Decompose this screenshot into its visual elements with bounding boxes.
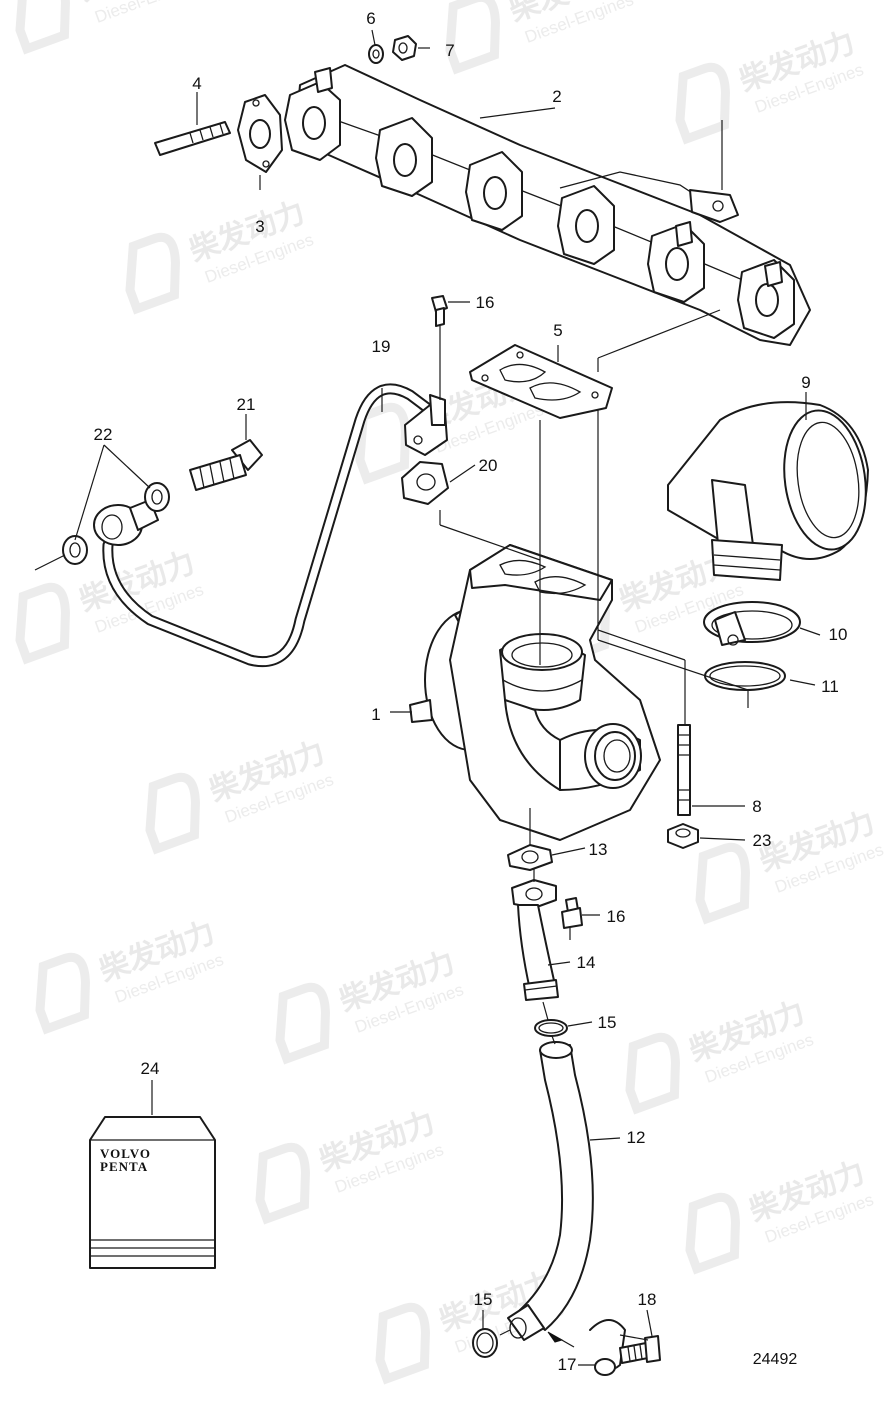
stud-4 [154,121,231,156]
nut-7 [392,35,417,61]
callout-17: 17 [558,1355,577,1374]
callout-10: 10 [829,625,848,644]
callout-4: 4 [192,74,201,93]
watermark-tile: 柴发动力 Diesel-Engines [685,1155,876,1275]
manifold-flange [557,185,615,265]
watermark-tile: 柴发动力 Diesel-Engines [675,25,866,145]
callout-21: 21 [237,395,256,414]
callout-20: 20 [479,456,498,475]
o-ring-15-lower [472,1328,498,1358]
assembly-lines [439,309,749,1341]
sealing-washer-22 [144,482,170,512]
turbocharger [409,544,661,841]
watermark-tile: 柴发动力 Diesel-Engines [445,0,636,75]
package-brand-penta: PENTA [100,1159,148,1174]
watermark-tile: 柴发动力 Diesel-Engines [125,195,316,315]
sealing-washer-22 [62,535,88,565]
gasket-5 [469,344,613,419]
banjo-bolt-21 [189,439,263,491]
callout-16-lower: 16 [607,907,626,926]
hose-clamp-10 [703,601,801,646]
bolt-18 [619,1335,661,1364]
oil-return-pipe-14 [511,879,559,1001]
callout-15-upper: 15 [598,1013,617,1032]
bolt-16-lower [561,897,583,929]
stud-8 [677,724,691,816]
intake-elbow-9 [667,401,869,581]
watermark-tile: 柴发动力 Diesel-Engines [695,805,886,925]
parts-package-24: VOLVO PENTA [89,1116,216,1269]
gasket-20 [401,461,449,505]
watermark-tile: 柴发动力 Diesel-Engines [35,915,226,1035]
callout-9: 9 [801,373,810,392]
callout-11: 11 [821,677,839,696]
callout-7: 7 [445,41,454,60]
o-ring-11 [704,661,786,691]
bolt-16-top [431,295,448,400]
callout-24: 24 [141,1059,160,1078]
callout-5: 5 [553,321,562,340]
callout-leaders [34,29,821,1366]
gasket-3 [237,94,283,173]
manifold-flange [375,117,433,197]
watermark-en: Diesel-Engines [92,0,206,27]
gasket-13 [507,844,553,871]
callout-1: 1 [371,705,380,724]
callout-23: 23 [753,831,772,850]
pipe-flange-19 [404,394,448,456]
callout-13: 13 [589,840,608,859]
callout-16-top: 16 [476,293,495,312]
callout-19: 19 [372,337,391,356]
manifold-flange [284,67,341,161]
watermark-tile: 柴发动力 Diesel-Engines [145,735,336,855]
callout-2: 2 [552,87,561,106]
washer-6 [368,44,384,64]
drawing-number: 24492 [753,1351,798,1368]
nut-23 [667,823,699,849]
callout-14: 14 [577,953,596,972]
callout-3: 3 [255,217,264,236]
oil-return-pipe-12 [507,1041,594,1341]
manifold-flange [647,221,705,303]
watermark-tile: 柴发动力 Diesel-Engines [625,995,816,1115]
oil-feed-pipe-19 [102,383,436,668]
manifold-flange [737,259,795,339]
watermark-tile: 柴发动力 Diesel-Engines [255,1105,446,1225]
callout-8: 8 [752,797,761,816]
banjo-fitting [93,499,159,546]
callout-12: 12 [627,1128,646,1147]
callout-22: 22 [94,425,113,444]
o-ring-15-upper [534,1019,568,1037]
exhaust-manifold [284,64,811,346]
manifold-flange [465,151,523,231]
callout-18: 18 [638,1290,657,1309]
callout-15-lower: 15 [474,1290,493,1309]
package-brand-volvo: VOLVO [100,1146,151,1161]
callout-labels: 1 2 3 4 5 6 7 8 9 10 11 12 13 14 15 15 1… [94,9,848,1374]
callout-6: 6 [366,9,375,28]
watermark-tile: 柴发动力 Diesel-Engines [275,945,466,1065]
watermark-tile: 柴发动力 Diesel-Engines [15,0,206,55]
